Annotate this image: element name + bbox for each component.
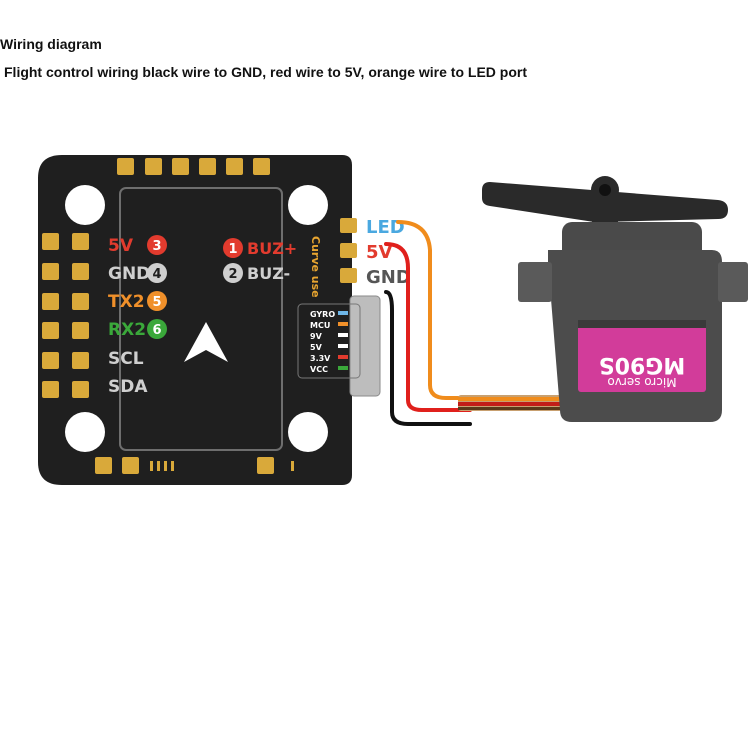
left-pad-labels: 5V 3 GND 4 TX2 5 RX2 6 SCL SDA — [108, 235, 167, 397]
black-wire — [384, 290, 472, 426]
pad-label-gnd: GND — [108, 264, 150, 284]
port-label-led: LED — [366, 217, 405, 238]
page-subtitle: Flight control wiring black wire to GND,… — [4, 64, 527, 80]
port-label-5v: 5V — [366, 242, 393, 263]
curve-use-label: Curve use — [309, 236, 322, 298]
led-label-9v: 9V — [310, 332, 323, 341]
pad-number-3: 3 — [152, 239, 161, 254]
buz-minus-label: BUZ- — [247, 264, 290, 283]
usb-connector — [349, 295, 381, 397]
port-labels: LED 5V GND — [366, 217, 411, 288]
led-label-mcu: MCU — [310, 321, 330, 330]
port-label-gnd: GND — [366, 267, 411, 288]
pad-label-scl: SCL — [108, 349, 144, 369]
top-pad-row — [117, 158, 270, 175]
servo-mount-tab-right — [718, 262, 748, 302]
orange-wire — [396, 220, 472, 400]
pad-label-rx2: RX2 — [108, 320, 146, 340]
pad-label-sda: SDA — [108, 377, 148, 397]
page-title: Wiring diagram — [0, 36, 102, 52]
servo-model-text: MG90S — [599, 352, 685, 377]
bottom-pad-row — [95, 457, 294, 474]
led-label-3v3: 3.3V — [310, 354, 331, 363]
buzzer-labels: 1 BUZ+ 2 BUZ- — [223, 238, 297, 283]
mount-hole-top-right — [288, 185, 328, 225]
pad-number-6: 6 — [152, 323, 161, 338]
led-label-gyro: GYRO — [310, 310, 335, 319]
mount-hole-bottom-right — [288, 412, 328, 452]
pad-label-5v: 5V — [108, 236, 134, 256]
buz-number-2: 2 — [228, 267, 237, 282]
flight-controller-board: 5V 3 GND 4 TX2 5 RX2 6 SCL SDA 1 BUZ+ 2 … — [38, 155, 381, 485]
led-label-vcc: VCC — [310, 365, 328, 374]
direction-arrow-icon — [184, 322, 228, 362]
led-indicator-list: GYRO MCU 9V 5V 3.3V VCC — [297, 303, 361, 379]
pad-number-5: 5 — [152, 295, 161, 310]
silkscreen-outline — [119, 187, 283, 451]
servo-label — [578, 320, 706, 392]
servo-mount-tab-left — [518, 262, 552, 302]
mount-hole-top-left — [65, 185, 105, 225]
right-pad-column — [340, 218, 357, 283]
buz-plus-label: BUZ+ — [247, 239, 297, 258]
mg90s-servo: MG90S Micro servo — [458, 176, 748, 422]
buz-number-1: 1 — [228, 242, 237, 257]
mount-hole-bottom-left — [65, 412, 105, 452]
led-label-5v: 5V — [310, 343, 323, 352]
red-wire — [384, 242, 472, 412]
left-pad-column — [42, 233, 89, 398]
pad-number-4: 4 — [152, 267, 161, 282]
pad-label-tx2: TX2 — [108, 292, 145, 312]
servo-subtext: Micro servo — [607, 375, 676, 389]
servo-wires — [384, 220, 472, 426]
